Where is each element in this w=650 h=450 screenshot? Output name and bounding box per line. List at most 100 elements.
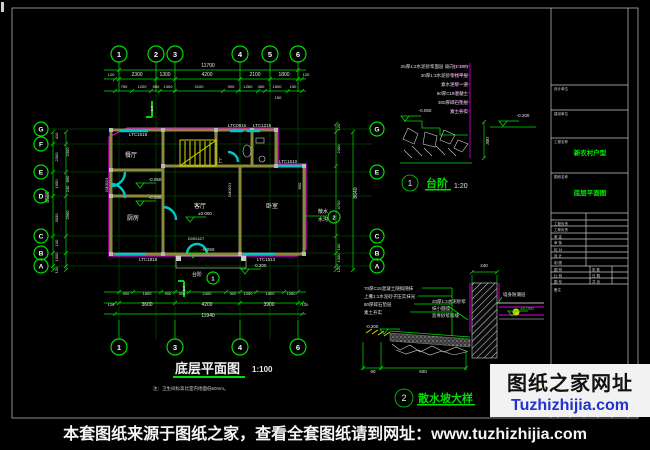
level-label: -0.200 bbox=[254, 263, 267, 268]
stone-hatch bbox=[402, 127, 469, 159]
sheet-frame bbox=[1, 2, 639, 419]
axis-bubble bbox=[231, 45, 249, 63]
axis-bubble bbox=[33, 228, 49, 244]
titleblock-label: 工程负责 bbox=[554, 221, 568, 226]
dimension-label: 4200 bbox=[201, 72, 212, 78]
window-tag: LTC1518 bbox=[129, 132, 148, 137]
dimension-label: 1300 bbox=[159, 72, 170, 78]
dimension-label: 120 bbox=[54, 266, 59, 273]
axis-bubble-label: 1 bbox=[211, 276, 214, 282]
dimension-label: 410 bbox=[54, 132, 59, 139]
dimension-label: 11940 bbox=[201, 313, 215, 319]
axis-bubble bbox=[231, 338, 249, 356]
titleblock-label: 建设单位 bbox=[554, 111, 568, 116]
dimension-label: 240 bbox=[480, 263, 488, 268]
titleblock-label: 比 例 bbox=[554, 273, 562, 278]
construction-note: 墙身防潮层 bbox=[503, 291, 526, 298]
dimension-label: 1300 bbox=[164, 84, 174, 89]
axis-bubble bbox=[147, 45, 165, 63]
title-block: 新农村户型 底层平面图 bbox=[550, 8, 629, 418]
axis-bubble-label: G bbox=[38, 127, 43, 134]
level-label: -0.050 bbox=[149, 195, 162, 200]
axis-bubble bbox=[327, 210, 341, 224]
dimension-label: 120 bbox=[108, 302, 115, 307]
watermark-box: 图纸之家网址 Tuzhizhijia.com bbox=[490, 364, 650, 417]
titleblock-label: 图 别 bbox=[554, 267, 562, 272]
axis-bubble bbox=[289, 45, 307, 63]
dimension-label: 1800 bbox=[266, 291, 276, 296]
dimension-label: 100 bbox=[54, 239, 59, 246]
axis-bubble-label: F bbox=[39, 142, 43, 149]
detail-ref-number: 2 bbox=[401, 393, 406, 403]
window-tag: LTC0915 bbox=[228, 123, 247, 128]
project-name: 新农村户型 bbox=[574, 148, 607, 157]
dimension-label: 3900 bbox=[263, 302, 274, 308]
dimension-label: 900 bbox=[230, 291, 237, 296]
dimension-label: 1050 bbox=[244, 291, 254, 296]
dimension-label: 300 bbox=[485, 137, 490, 145]
dimension-label: 2400 bbox=[336, 144, 341, 154]
annotation: 上 bbox=[217, 157, 222, 164]
construction-note: 素水泥浆一道 bbox=[441, 81, 468, 88]
axis-bubble-label: E bbox=[39, 170, 44, 177]
construction-note: 抹小圆弧 bbox=[432, 305, 450, 312]
axis-bubble-label: 6 bbox=[296, 50, 300, 59]
detail2-levels-green: ±0.000 bbox=[520, 306, 534, 311]
axis-bubble bbox=[33, 258, 49, 274]
detail1-dims: 300 bbox=[485, 137, 490, 145]
annotation: 1 bbox=[150, 106, 154, 113]
construction-note: 80厚碎石垫层 bbox=[364, 301, 392, 308]
dimension-label: 1260 bbox=[244, 84, 254, 89]
dimension-label: 1000 bbox=[336, 253, 341, 263]
axis-bubble-label: C bbox=[39, 234, 44, 241]
axis-bubble-label: 1 bbox=[117, 50, 122, 59]
titleblock-label: 审 核 bbox=[554, 240, 562, 245]
dimension-label: 240 bbox=[65, 185, 70, 192]
drawing-name: 底层平面图 bbox=[574, 188, 607, 197]
dimension-label: 1050 bbox=[287, 291, 297, 296]
dimension-label: 1000 bbox=[54, 252, 59, 262]
axis-bubble-label: B bbox=[375, 251, 380, 258]
construction-note: 25厚1:2水泥砂浆面层 坡向(1:100) bbox=[401, 63, 469, 70]
dimension-label: 1800 bbox=[143, 291, 153, 296]
detail-ref-bubbles: 12 bbox=[206, 210, 341, 285]
dimension-label: 150 bbox=[275, 95, 282, 100]
bottom-banner: 本套图纸来源于图纸之家，查看全套图纸请到网址：www.tuzhizhijia.c… bbox=[0, 420, 650, 450]
axis-bubble bbox=[261, 45, 279, 63]
axis-bubble-label: 3 bbox=[173, 343, 177, 352]
axis-bubble-label: 2 bbox=[332, 215, 335, 221]
axis-bubble bbox=[33, 245, 49, 261]
detail2-notes-right: 墙身防潮层 bbox=[503, 291, 526, 298]
construction-note: 上撒1:1水泥砂子压实抹光 bbox=[364, 293, 416, 300]
level-label: -0.200 bbox=[517, 113, 530, 118]
room-name: 卧室 bbox=[266, 202, 278, 210]
detail-steps: 1 台阶 1:20 bbox=[400, 63, 536, 192]
titleblock-label: 设计单位 bbox=[554, 86, 568, 91]
dimension-label: 890 bbox=[65, 175, 70, 182]
corner-mark bbox=[1, 2, 4, 12]
porch bbox=[175, 255, 247, 269]
level-labels: -0.050-0.050±0.000-0.050-0.200 bbox=[149, 177, 267, 268]
construction-note: 素土夯实 bbox=[364, 309, 382, 316]
level-label: ±0.000 bbox=[198, 211, 212, 216]
plan-title-block: 底层平面图 1:100 注：卫生间标高比室内地面低50mm。 bbox=[153, 361, 273, 392]
section-marks bbox=[146, 101, 185, 297]
dimension-label: 2960 bbox=[65, 210, 70, 220]
level-label: -0.050 bbox=[202, 247, 215, 252]
dimension-label: 120 bbox=[336, 123, 341, 130]
axis-bubble-label: E bbox=[375, 170, 380, 177]
annotation: 600 bbox=[297, 182, 302, 189]
dimension-label: 450 bbox=[258, 84, 265, 89]
room-name: 客厅 bbox=[194, 202, 206, 210]
walls bbox=[109, 128, 306, 256]
window-tag: LTC1818 bbox=[139, 257, 158, 262]
titleblock-label: 工程名称 bbox=[554, 139, 568, 144]
axis-bubble bbox=[369, 245, 385, 261]
axis-bubble bbox=[369, 228, 385, 244]
